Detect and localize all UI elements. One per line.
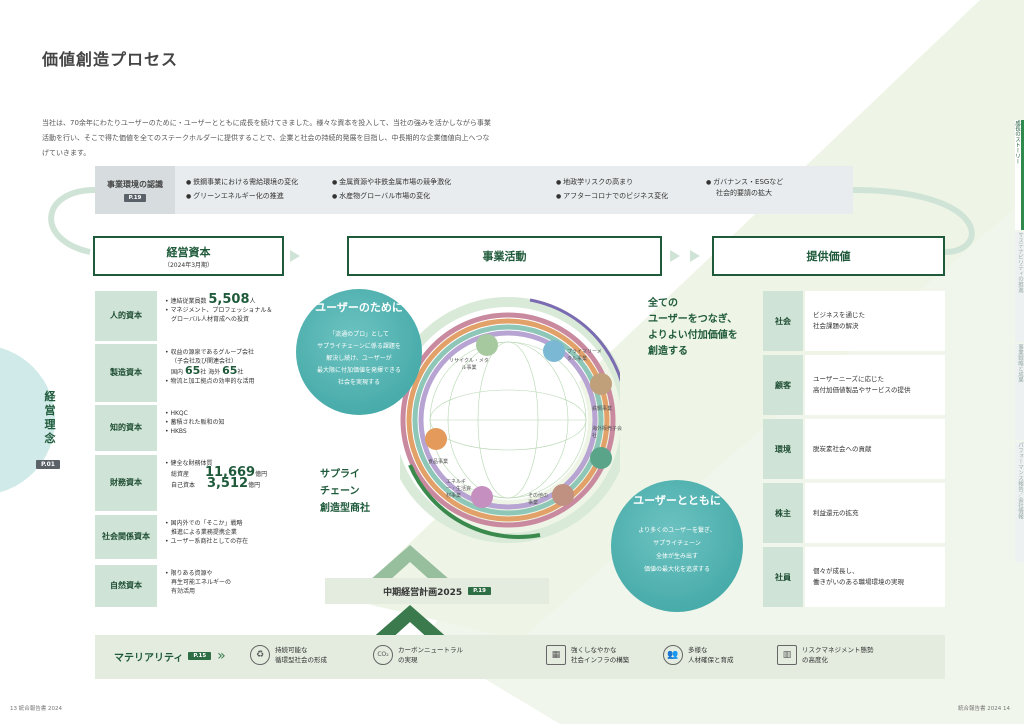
activity-ring-diagram	[400, 297, 620, 543]
materiality-label: マテリアリティ P.15 »	[114, 648, 226, 664]
value-body-environment: 脱炭素社会への貢献	[805, 419, 945, 479]
env-item: グリーンエネルギー化の推進	[186, 191, 284, 202]
env-item: 金属資源や非鉄金属市場の競争激化	[332, 177, 451, 188]
segment-label: リサイクル・メタル事業	[449, 358, 489, 371]
capital-label-intellectual: 知的資本	[95, 405, 157, 451]
side-tab-performance[interactable]: パフォーマンス報告／会社情報	[1015, 442, 1024, 562]
env-item: アフターコロナでのビジネス変化	[556, 191, 668, 202]
capital-body-manufacturing: 収益の源泉であるグループ会社 （子会社及び関連会社） 国内 65社 海外 65社…	[159, 344, 285, 402]
segment-label: その他の事業	[528, 493, 549, 506]
capital-body-natural: 限りある資源や 再生可能エネルギーの 有効活用	[159, 565, 285, 607]
materiality-item: ▦ 強くしなやかな社会インフラの構築	[546, 645, 629, 665]
capital-label-manufacturing: 製造資本	[95, 344, 157, 402]
materiality-item: 👥 多様な人材確保と育成	[663, 645, 734, 665]
value-body-customer: ユーザーニーズに応じた高付加価値製品やサービスの提供	[805, 355, 945, 415]
value-label-shareholder: 株主	[763, 483, 803, 543]
materiality-ref-badge[interactable]: P.15	[188, 652, 212, 660]
chevron-right-icon: »	[217, 648, 226, 664]
building-icon: ▦	[546, 645, 566, 665]
value-body-society: ビジネスを通じた社会課題の解決	[805, 291, 945, 351]
value-header: 提供価値	[712, 236, 945, 276]
materiality-item: ♻ 持続可能な循環型社会の形成	[250, 645, 327, 665]
shield-icon: ▥	[777, 645, 797, 665]
business-environment-bar	[95, 166, 853, 214]
capital-label-financial: 財務資本	[95, 455, 157, 511]
recycle-segment-icon	[476, 334, 498, 356]
segment-label: 鉄鋼事業	[592, 406, 613, 412]
people-icon: 👥	[663, 645, 683, 665]
capital-label-natural: 自然資本	[95, 565, 157, 607]
side-tab-growth-story[interactable]: 成長のストーリー	[1014, 120, 1024, 230]
recycle-icon: ♻	[250, 645, 270, 665]
segment-label: 海外販売子会社	[592, 426, 623, 439]
segment-label: プライマリーメタル事業	[567, 349, 602, 362]
with-users-bubble: ユーザーとともに より多くのユーザーを繋ぎ、サプライチェーン全体が生み出す価値の…	[611, 480, 743, 612]
mid-term-plan-bar: 中期経営計画2025 P.19	[325, 578, 549, 604]
philosophy-ref[interactable]: P.01	[36, 460, 60, 469]
primary-metal-segment-icon	[543, 340, 565, 362]
capital-label-human: 人的資本	[95, 291, 157, 341]
value-label-employee: 社員	[763, 547, 803, 607]
activity-header: 事業活動	[347, 236, 662, 276]
materiality-bar	[95, 635, 945, 679]
capital-body-human: 連結従業員数 5,508人 マネジメント、プロフェッショナル＆ グローバル人材育…	[159, 291, 285, 341]
capital-body-intellectual: HKQC 蓄積された販和の知 HKBS	[159, 405, 285, 451]
capital-body-financial: 健全な財務体質 総資産 11,669億円 自己資本 3,512億円	[159, 455, 285, 511]
segment-label: 食品事業	[428, 459, 449, 465]
co2-icon: CO₂	[373, 645, 393, 665]
env-item: ガバナンス・ESGなど	[706, 177, 783, 188]
value-label-environment: 環境	[763, 419, 803, 479]
for-users-bubble: ユーザーのために 「流通のプロ」としてサプライチェーンに係る課題を解決し続け、ユ…	[296, 289, 422, 415]
capital-header: 経営資本 （2024年3月期）	[93, 236, 284, 276]
env-item: 水産物グローバル市場の変化	[332, 191, 430, 202]
supply-chain-label: サプライチェーン創造型商社	[320, 469, 370, 514]
capital-label-social: 社会関係資本	[95, 515, 157, 559]
philosophy-label: 経営理念	[44, 390, 56, 445]
tagline: 全てのユーザーをつなぎ、よりよい付加価値を創造する	[648, 298, 738, 357]
materiality-item: ▥ リスクマネジメント態勢の高度化	[777, 645, 874, 665]
value-body-shareholder: 利益還元の拡充	[805, 483, 945, 543]
footer-left: 13 統合報告書 2024	[10, 706, 62, 712]
steel-segment-icon	[590, 373, 612, 395]
page-title: 価値創造プロセス	[42, 50, 179, 69]
business-environment-label: 事業環境の認識 P.19	[95, 166, 175, 214]
materiality-item: CO₂ カーボンニュートラルの実現	[373, 645, 463, 665]
value-label-society: 社会	[763, 291, 803, 351]
env-item: 鉄鋼事業における需給環境の変化	[186, 177, 298, 188]
other-segment-icon	[552, 484, 574, 506]
plan-ref-badge[interactable]: P.19	[468, 587, 491, 595]
value-label-customer: 顧客	[763, 355, 803, 415]
capital-body-social: 国内外での「そこか」戦略 推進による業務提携企業 ユーザー系商社としての存在	[159, 515, 285, 559]
for-users-text: 「流通のプロ」としてサプライチェーンに係る課題を解決し続け、ユーザーが最大限に付…	[317, 331, 401, 386]
env-item: 地政学リスクの高まり	[556, 177, 633, 188]
with-users-text: より多くのユーザーを繋ぎ、サプライチェーン全体が生み出す価値の最大化を追求する	[638, 527, 716, 573]
footer-right: 統合報告書 2024 14	[958, 706, 1010, 712]
energy-segment-icon	[471, 486, 493, 508]
page-ref-badge[interactable]: P.19	[123, 193, 147, 202]
intro-text: 当社は、70余年にわたりユーザーのために・ユーザーとともに成長を続けてきました。…	[42, 119, 491, 157]
side-tab-business[interactable]: 事業戦略と成果	[1015, 344, 1024, 440]
value-body-employee: 個々が成長し、働きがいのある職場環境の実現	[805, 547, 945, 607]
env-item-cont: 社会的要請の拡大	[716, 189, 772, 197]
overseas-segment-icon	[590, 447, 612, 469]
food-segment-icon	[425, 428, 447, 450]
side-tab-sustainability[interactable]: サステナビリティの推進	[1015, 232, 1024, 342]
segment-label: エネルギー・生活資材事業	[446, 479, 472, 499]
